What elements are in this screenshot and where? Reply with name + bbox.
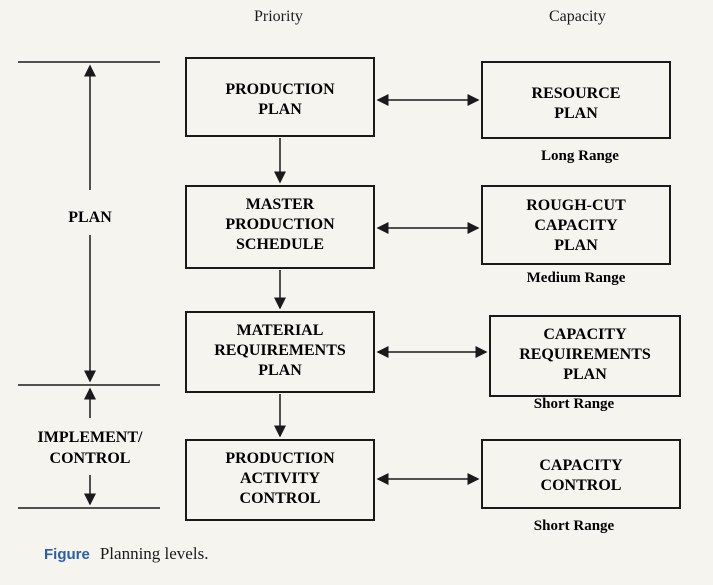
crp-line1: CAPACITY (543, 326, 627, 343)
short-range-label-1: Short Range (534, 396, 615, 412)
implement-label: IMPLEMENT/ (38, 429, 143, 446)
long-range-label: Long Range (541, 148, 619, 164)
production-activity-control-box: PRODUCTION ACTIVITY CONTROL (185, 439, 375, 521)
material-requirements-plan-box: MATERIAL REQUIREMENTS PLAN (185, 311, 375, 393)
mps-line1: MASTER (246, 196, 315, 213)
mrp-line3: PLAN (258, 362, 302, 379)
crp-line3: PLAN (563, 366, 607, 383)
priority-heading: Priority (254, 8, 303, 25)
resource-plan-box: RESOURCE PLAN (481, 61, 671, 139)
pac-line1: PRODUCTION (225, 450, 335, 467)
master-production-schedule-box: MASTER PRODUCTION SCHEDULE (185, 185, 375, 269)
figure-label: Figure (44, 546, 90, 563)
plan-label: PLAN (68, 209, 112, 226)
capacity-control-line2: CONTROL (541, 477, 622, 494)
capacity-control-box: CAPACITY CONTROL (481, 439, 681, 509)
production-plan-line2: PLAN (258, 101, 302, 118)
short-range-label-2: Short Range (534, 518, 615, 534)
figure-caption: Figure Planning levels. (44, 544, 208, 564)
figure-caption-text: Planning levels. (99, 544, 209, 563)
production-plan-line1: PRODUCTION (225, 81, 335, 98)
capacity-heading: Capacity (549, 8, 606, 25)
capacity-requirements-plan-box: CAPACITY REQUIREMENTS PLAN (489, 315, 681, 397)
mrp-line2: REQUIREMENTS (214, 342, 346, 359)
mrp-line1: MATERIAL (237, 322, 324, 339)
crp-line2: REQUIREMENTS (519, 346, 651, 363)
mps-line3: SCHEDULE (236, 236, 324, 253)
rough-cut-capacity-plan-box: ROUGH-CUT CAPACITY PLAN (481, 185, 671, 265)
capacity-control-line1: CAPACITY (539, 457, 623, 474)
rccp-line3: PLAN (554, 237, 598, 254)
rccp-line1: ROUGH-CUT (526, 197, 626, 214)
resource-plan-line1: RESOURCE (532, 85, 621, 102)
mps-line2: PRODUCTION (225, 216, 335, 233)
resource-plan-line2: PLAN (554, 105, 598, 122)
production-plan-box: PRODUCTION PLAN (185, 57, 375, 137)
pac-line3: CONTROL (240, 490, 321, 507)
control-label: CONTROL (50, 450, 131, 467)
rccp-line2: CAPACITY (534, 217, 618, 234)
pac-line2: ACTIVITY (240, 470, 320, 487)
medium-range-label: Medium Range (527, 270, 626, 286)
